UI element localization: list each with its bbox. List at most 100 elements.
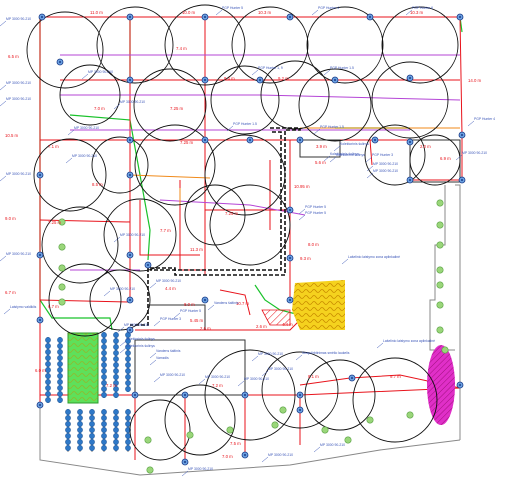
drip-emitter	[125, 350, 131, 357]
drip-emitter	[57, 343, 63, 350]
leader-line	[313, 128, 321, 135]
drip-emitter	[125, 427, 131, 434]
terrace-outline	[134, 339, 246, 396]
equipment-label: MP 3000 90-210	[88, 70, 113, 74]
dimension-label: 7.1 m	[48, 144, 59, 149]
drip-emitter	[125, 445, 131, 452]
dimension-label: 8.0 m	[308, 242, 319, 247]
dimension-label: 8.1 m	[308, 374, 319, 379]
shrub-dot	[436, 281, 444, 289]
dimension-label: 2.0 m	[420, 144, 431, 149]
drip-emitter	[101, 338, 107, 345]
drip-emitter	[125, 386, 131, 393]
sprinkler-heads	[36, 13, 466, 466]
drip-emitter	[77, 421, 83, 428]
sprinkler-head-center	[459, 384, 461, 386]
sprinkler-head-center	[129, 174, 131, 176]
drip-emitter	[125, 356, 131, 363]
coverage-circle	[41, 206, 119, 284]
dimension-label: 10.3 m	[410, 10, 424, 15]
dimension-label: 7.25 m	[225, 211, 239, 216]
shrub-dot	[58, 243, 66, 251]
drip-emitter	[101, 421, 107, 428]
sprinkler-head-center	[129, 254, 131, 256]
drip-emitter	[57, 373, 63, 380]
drip-emitter	[113, 362, 119, 369]
equipment-label: Neapdirbtinimas smėlio laukelis	[302, 351, 350, 355]
equipment-label: MP 3000 90-210	[268, 453, 293, 457]
equipment-label: Lašelinio laistymo zona aplinkalinė	[348, 255, 400, 259]
equipment-label: PGP Hunter 1, 9	[258, 66, 283, 70]
leader-line	[113, 236, 121, 243]
shrub-dot	[366, 416, 374, 424]
leader-line	[198, 378, 206, 385]
coverage-circle	[129, 399, 191, 461]
drip-emitter	[101, 368, 107, 375]
site-boundary	[39, 139, 461, 476]
equipment-label: Vandens šaltinis	[214, 301, 239, 305]
shrub-dot	[441, 346, 449, 354]
sprinkler-head-center	[41, 16, 43, 18]
lawn-area	[261, 280, 345, 330]
drip-emitter	[113, 344, 119, 351]
orange-pipe	[129, 174, 211, 179]
dimension-label: 6.7 m	[5, 290, 16, 295]
leader-line	[119, 340, 127, 347]
drip-area	[427, 345, 455, 425]
drip-emitter	[89, 421, 95, 428]
sprinkler-head-center	[461, 134, 463, 136]
coverage-circle	[364, 124, 426, 186]
sprinkler-head-center	[289, 16, 291, 18]
sprinkler-head-center	[249, 139, 251, 141]
drip-emitter	[113, 374, 119, 381]
dimension-label: 10.5 m	[5, 133, 19, 138]
sprinkler-head-center	[299, 139, 301, 141]
drip-emitter	[57, 361, 63, 368]
leader-line	[341, 258, 349, 265]
house-outline	[130, 127, 301, 326]
dimension-label: 8.5 m	[92, 182, 103, 187]
drip-emitter	[113, 356, 119, 363]
dimension-label: 3.9 m	[316, 144, 327, 149]
drip-emitter	[77, 415, 83, 422]
orange-pipe-runs	[129, 127, 460, 205]
dimension-label: 4.4 m	[165, 286, 176, 291]
coverage-circle	[298, 68, 372, 142]
drip-emitter	[65, 439, 71, 446]
coverage-circle	[261, 351, 339, 429]
dimension-label: 7.25 m	[170, 106, 184, 111]
drip-emitter	[57, 337, 63, 344]
drip-emitter	[125, 344, 131, 351]
drip-emitter	[125, 368, 131, 375]
sprinkler-head-center	[204, 16, 206, 18]
leader-line	[366, 165, 374, 172]
label-leaders	[0, 9, 475, 477]
drip-emitter	[125, 409, 131, 416]
sprinkler-head-center	[184, 394, 186, 396]
building-outline	[409, 139, 461, 183]
leader-line	[207, 304, 215, 311]
leader-line	[215, 9, 223, 16]
shrub-dot	[436, 199, 444, 207]
drip-emitter	[101, 386, 107, 393]
equipment-label: PGP Hunter 1.5	[330, 66, 354, 70]
dimension-label: 9.0 m	[5, 216, 16, 221]
shrub-dot	[271, 421, 279, 429]
leader-line	[0, 20, 7, 27]
drip-emitter	[101, 380, 107, 387]
hatch-patch	[261, 309, 291, 326]
drip-emitter	[89, 409, 95, 416]
drip-emitter	[45, 367, 51, 374]
leader-line	[251, 355, 259, 362]
sprinkler-coverage-circles	[26, 4, 461, 461]
coverage-circle	[352, 357, 438, 443]
drip-emitter	[57, 397, 63, 404]
drip-emitter	[89, 445, 95, 452]
shrub-dot	[406, 411, 414, 419]
sprinkler-head-center	[147, 264, 149, 266]
equipment-label: PGP Hunter 4	[474, 117, 495, 121]
leader-line	[251, 69, 259, 76]
red-pipe	[39, 299, 131, 303]
drip-emitter	[77, 433, 83, 440]
